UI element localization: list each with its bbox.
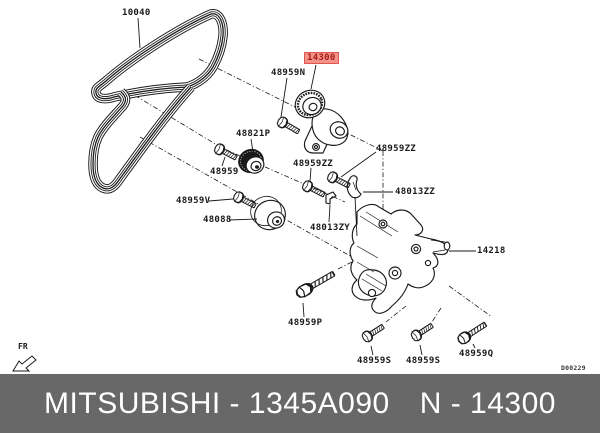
part-label-48959s-1[interactable]: 48959S bbox=[357, 356, 392, 366]
part-label-48959v[interactable]: 48959V bbox=[176, 196, 211, 206]
bolt-48959q bbox=[455, 318, 489, 347]
part-label-48959[interactable]: 48959 bbox=[210, 167, 239, 177]
part-label-48821p[interactable]: 48821P bbox=[236, 129, 271, 139]
bolt-48959zz-left bbox=[300, 178, 328, 201]
bolt-48959zz-right bbox=[325, 169, 353, 192]
footer-brand-part: MITSUBISHI - 1345A090 bbox=[44, 386, 390, 420]
bolt-48959s-2 bbox=[408, 320, 436, 344]
part-label-14218[interactable]: 14218 bbox=[477, 246, 506, 256]
bolt-48959n bbox=[275, 114, 302, 137]
part-label-48959p[interactable]: 48959P bbox=[288, 318, 323, 328]
part-label-10040[interactable]: 10040 bbox=[122, 8, 151, 18]
fr-label: FR bbox=[18, 342, 28, 351]
bolt-48959p bbox=[293, 267, 338, 301]
part-label-48959zz-1[interactable]: 48959ZZ bbox=[376, 144, 417, 154]
drive-belt bbox=[93, 14, 223, 189]
diagram-code: D00229 bbox=[561, 364, 586, 372]
part-label-48959q[interactable]: 48959Q bbox=[459, 349, 494, 359]
diagram-art bbox=[12, 0, 493, 372]
part-label-48959s-2[interactable]: 48959S bbox=[406, 356, 441, 366]
part-label-48959zz-2[interactable]: 48959ZZ bbox=[293, 159, 334, 169]
idler-pulley-ribbed bbox=[238, 148, 265, 174]
part-label-48013zy[interactable]: 48013ZY bbox=[310, 223, 351, 233]
footer-part-number: N - 14300 bbox=[419, 386, 556, 420]
part-label-48013zz[interactable]: 48013ZZ bbox=[395, 187, 436, 197]
bolt-48959 bbox=[212, 141, 240, 164]
bolt-48959v bbox=[231, 189, 259, 212]
part-label-14300[interactable]: 14300 bbox=[304, 52, 339, 64]
leader-lines bbox=[137, 17, 476, 356]
bolt-48959s-1 bbox=[359, 321, 387, 345]
footer-bar: MITSUBISHI - 1345A090 N - 14300 bbox=[0, 374, 600, 433]
tensioner-assembly bbox=[294, 89, 349, 154]
mount-bracket bbox=[349, 203, 451, 314]
part-label-48088[interactable]: 48088 bbox=[203, 215, 232, 225]
idler-pulley-smooth bbox=[250, 195, 286, 231]
clip-48013zy bbox=[325, 191, 337, 205]
part-label-48959n[interactable]: 48959N bbox=[271, 68, 306, 78]
fr-arrow-icon bbox=[12, 355, 37, 372]
clamp-48013zz bbox=[346, 175, 362, 199]
